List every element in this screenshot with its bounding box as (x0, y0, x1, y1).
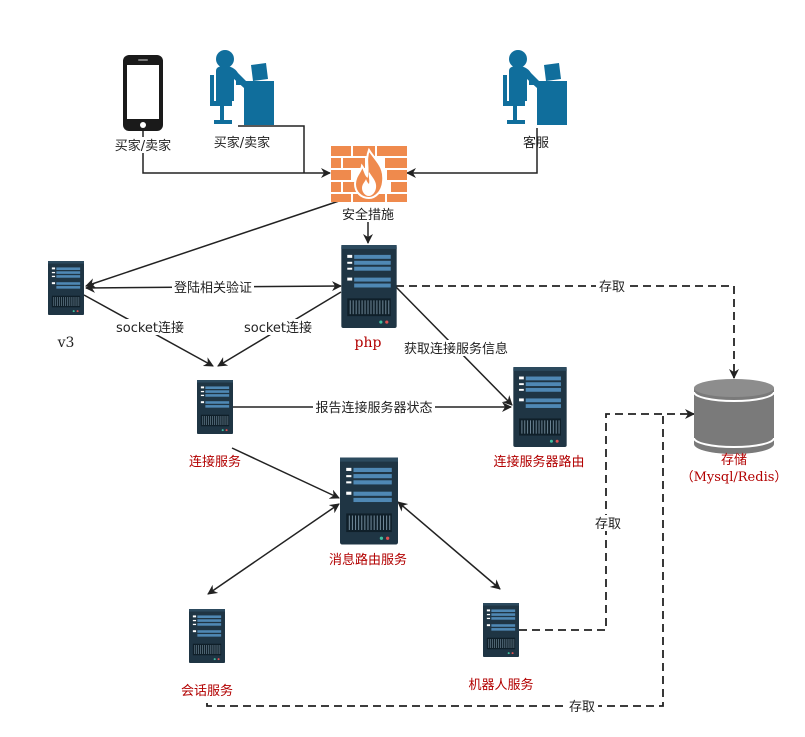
label-pc-user: 买家/卖家 (214, 135, 270, 151)
edge-support-to-firewall (406, 128, 538, 178)
edge-pc-to-firewall (238, 125, 305, 173)
server-icon (483, 602, 519, 658)
firewall-icon (331, 146, 407, 202)
label-socket-2: socket连接 (244, 320, 312, 336)
server-icon (513, 367, 567, 447)
edge-php-to-storage (396, 285, 739, 379)
server-icon (197, 379, 233, 435)
node-conn-router: 连接服务器路由 (493, 367, 585, 470)
person-at-computer-icon (503, 50, 567, 125)
edge-conn-to-msgrouter (231, 447, 340, 499)
label-session: 会话服务 (181, 683, 233, 699)
edges (83, 125, 538, 595)
node-pc-user: 买家/卖家 (210, 50, 274, 151)
edge-firewall-to-v3 (85, 199, 343, 288)
node-v3: v3 (48, 260, 84, 351)
label-support: 客服 (523, 135, 549, 151)
label-login-verify: 登陆相关验证 (174, 280, 252, 296)
node-session: 会话服务 (178, 608, 236, 699)
label-conn-service: 连接服务 (189, 454, 241, 470)
label-access-session: 存取 (569, 700, 595, 715)
mobile-phone-icon (123, 55, 163, 131)
node-conn-service: 连接服务 (189, 379, 241, 470)
label-access-robot: 存取 (595, 517, 621, 532)
edge-msgrouter-robot (397, 501, 501, 590)
label-msg-router: 消息路由服务 (329, 552, 407, 568)
node-phone-user: 买家/卖家 (112, 55, 174, 154)
label-get-conn-info: 获取连接服务信息 (404, 341, 508, 357)
edge-session-to-storage (206, 414, 664, 707)
label-access-php: 存取 (599, 280, 625, 295)
label-report-status: 报告连接服务器状态 (315, 400, 432, 416)
label-v3: v3 (57, 335, 75, 351)
server-icon (341, 245, 397, 328)
node-robot: 机器人服务 (468, 602, 534, 693)
person-at-computer-icon (210, 50, 274, 125)
label-socket-1: socket连接 (116, 320, 184, 336)
node-php: php (341, 245, 397, 351)
node-firewall: 安全措施 (331, 146, 407, 223)
label-conn-router: 连接服务器路由 (493, 454, 584, 470)
server-icon (189, 608, 225, 664)
database-icon (694, 378, 774, 454)
edge-labels: 登陆相关验证 socket连接 socket连接 获取连接服务信息 报告连接服务… (114, 278, 628, 715)
label-storage: 存储 (721, 453, 747, 468)
node-support: 客服 (503, 50, 567, 151)
label-firewall: 安全措施 (342, 207, 394, 223)
label-robot: 机器人服务 (468, 677, 533, 693)
label-storage-sub: （Mysql/Redis） (681, 470, 788, 485)
label-php: php (355, 335, 382, 351)
node-storage: 存储 （Mysql/Redis） (681, 378, 788, 485)
label-phone-user: 买家/卖家 (115, 138, 171, 154)
server-icon (340, 457, 398, 545)
server-icon (48, 260, 84, 316)
edge-msgrouter-session (207, 503, 340, 595)
node-msg-router: 消息路由服务 (329, 457, 407, 568)
